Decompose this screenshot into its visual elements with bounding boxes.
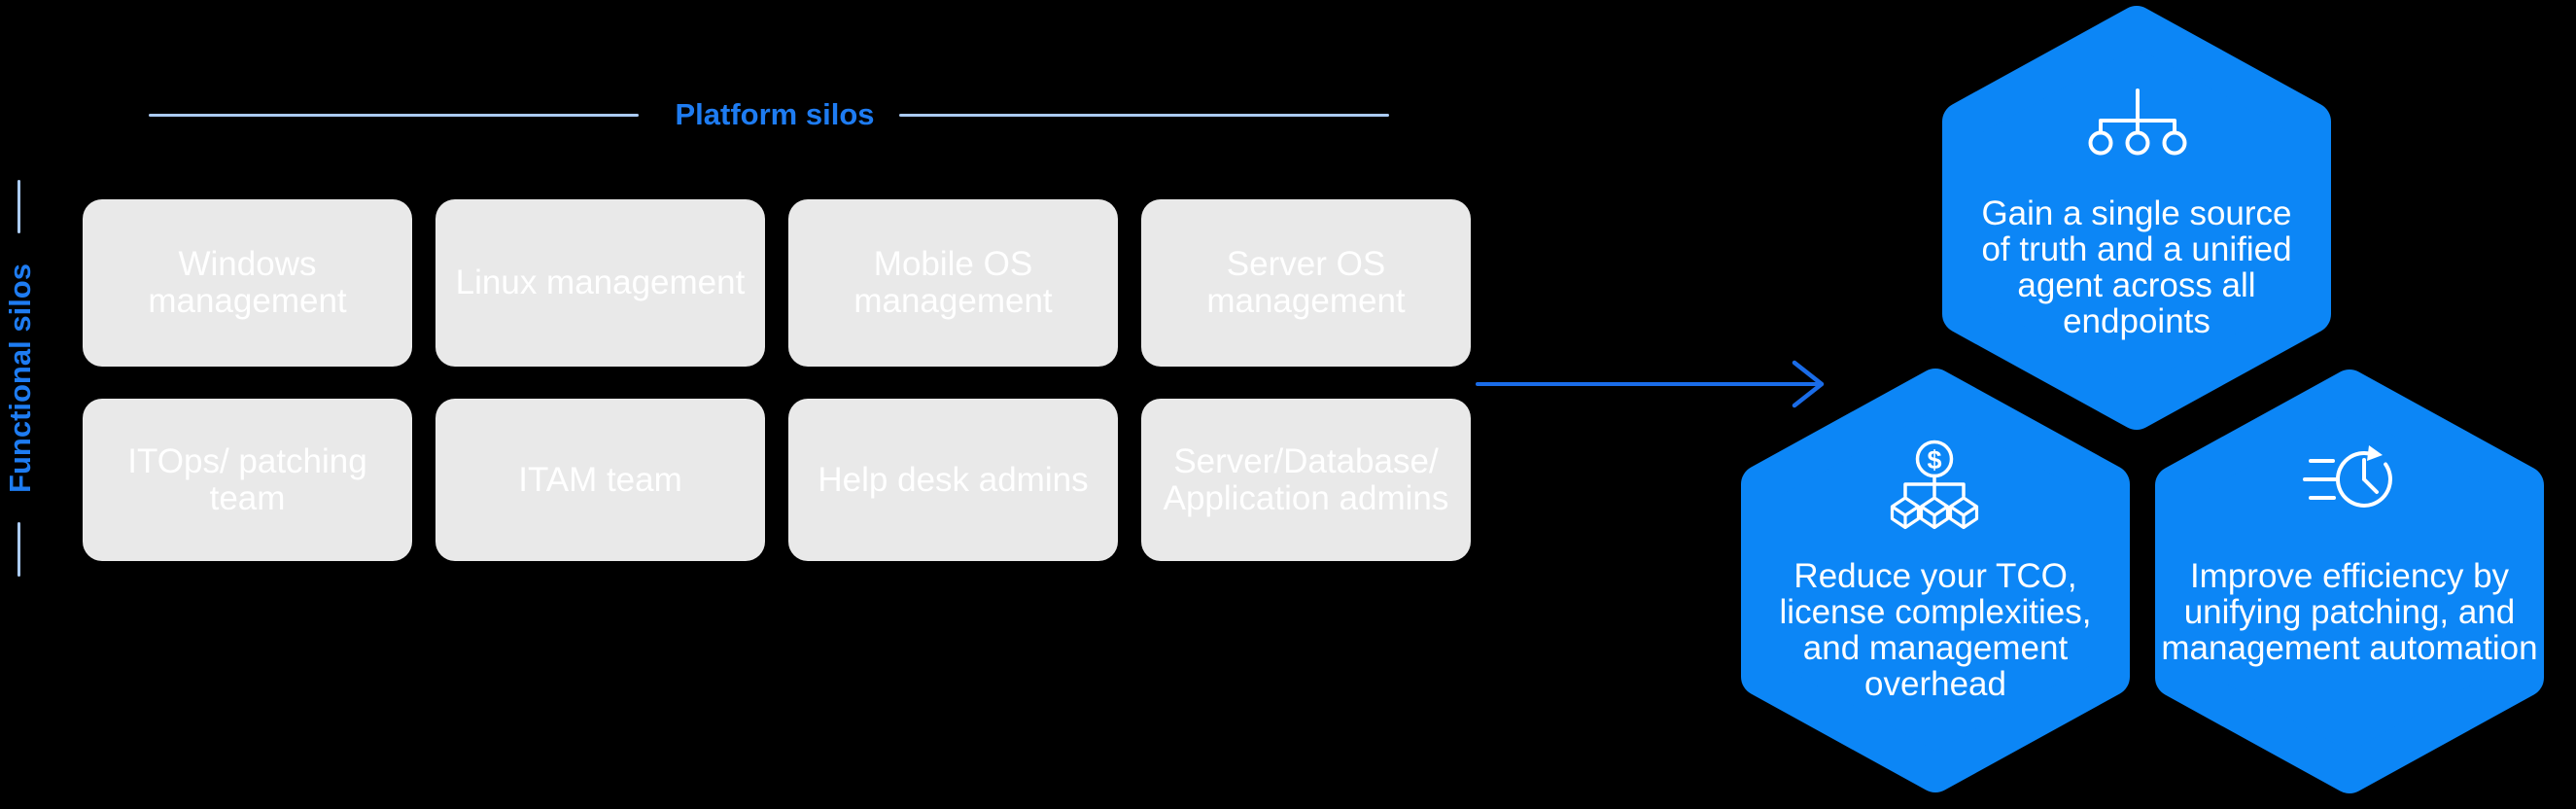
label-line: Server/Database/ — [1173, 441, 1439, 480]
label-line: Application admins — [1163, 478, 1449, 517]
dollar-cubes-icon: $ — [1890, 440, 1979, 530]
hexagon-reduce-tco: $ Reduce your TCO, license complexities,… — [1741, 367, 2130, 794]
label-line: management — [148, 282, 347, 320]
label-line: agent across all — [2017, 266, 2256, 304]
hexagon-shape — [2155, 369, 2544, 793]
svg-text:$: $ — [1927, 445, 1941, 475]
label-line: endpoints — [2063, 302, 2210, 340]
hierarchy-icon — [2088, 88, 2187, 156]
silo-box-windows-management: Windows management — [83, 199, 412, 367]
hexagon-improve-efficiency-text: Improve efficiency by unifying patching,… — [2155, 558, 2544, 666]
speed-lines-icon — [2303, 459, 2339, 500]
label-line: Server OS — [1226, 245, 1386, 283]
silo-box-mobile-os-management: Mobile OS management — [788, 199, 1118, 367]
label-line: management — [1206, 282, 1406, 320]
speed-clock-icon — [2303, 445, 2392, 508]
label-line: ITAM team — [518, 460, 682, 499]
label-line: Linux management — [455, 264, 746, 301]
functional-silos-dash-bottom — [17, 522, 20, 577]
silo-box-help-desk-admins: Help desk admins — [788, 399, 1118, 561]
label-line: unifying patching, and — [2183, 593, 2516, 631]
flow-arrow — [1476, 360, 1825, 408]
cube-icon — [1890, 496, 1979, 530]
label-line: Windows — [178, 245, 317, 283]
label-line: management automation — [2161, 629, 2538, 667]
label-line: of truth and a unified — [1981, 230, 2292, 268]
clock-hands-icon — [2362, 458, 2379, 494]
silo-box-server-os-management: Server OS management — [1141, 199, 1471, 367]
silo-box-itops-patching-team: ITOps/ patching team — [83, 399, 412, 561]
label-line: overhead — [1864, 665, 2006, 703]
label-line: Improve efficiency by — [2189, 557, 2510, 595]
hexagon-improve-efficiency: Improve efficiency by unifying patching,… — [2155, 368, 2544, 795]
hexagon-unified-agent: Gain a single source of truth and a unif… — [1942, 4, 2331, 432]
platform-silos-dash-left — [149, 114, 639, 117]
label-line: and management — [1802, 629, 2069, 667]
label-line: Mobile OS — [873, 245, 1033, 283]
label-line: management — [853, 282, 1053, 320]
label-line: team — [209, 478, 286, 517]
hexagon-shape — [1942, 6, 2331, 430]
hexagon-shape — [1741, 369, 2130, 792]
functional-silos-label: Functional silos — [3, 264, 37, 493]
hexagon-unified-agent-text: Gain a single source of truth and a unif… — [1942, 195, 2331, 339]
label-line: ITOps/ patching — [127, 441, 367, 480]
silo-box-itam-team: ITAM team — [435, 399, 765, 561]
arrowhead-icon — [1792, 360, 1825, 408]
clock-arrowhead-icon — [2367, 445, 2383, 461]
functional-silos-dash-top — [17, 180, 20, 233]
hexagon-reduce-tco-text: Reduce your TCO, license complexities, a… — [1741, 558, 2130, 702]
silo-box-server-database-application-admins: Server/Database/ Application admins — [1141, 399, 1471, 561]
silo-box-linux-management: Linux management — [435, 199, 765, 367]
platform-silos-dash-right — [899, 114, 1389, 117]
label-line: Reduce your TCO, — [1793, 557, 2077, 595]
platform-silos-label: Platform silos — [675, 97, 875, 131]
label-line: license complexities, — [1779, 593, 2092, 631]
label-line: Gain a single source — [1981, 194, 2292, 232]
label-line: Help desk admins — [818, 460, 1089, 499]
